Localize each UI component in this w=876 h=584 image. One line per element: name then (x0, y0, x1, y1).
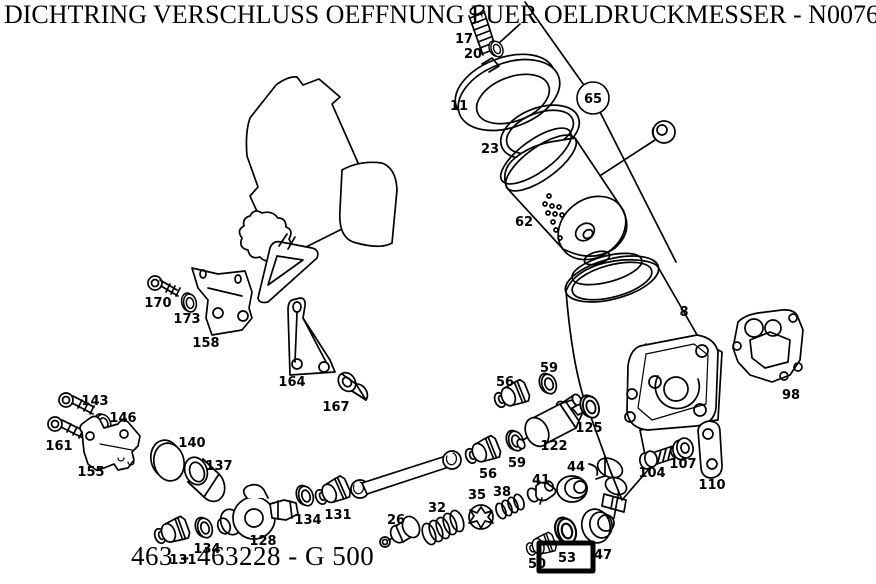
part-131-fitting-left (150, 514, 193, 550)
part-label-128[interactable]: 128 (249, 534, 276, 549)
part-161-bolt (47, 416, 85, 439)
part-label-104[interactable]: 104 (638, 466, 665, 481)
part-62-filter (499, 127, 628, 261)
part-label-110[interactable]: 110 (698, 478, 725, 493)
model-code: 463 - 463228 - G 500 (131, 541, 375, 571)
oil-pipe-loop (257, 233, 319, 304)
page-title: DICHTRING VERSCHLUSS OEFFNUNG FUER OELDR… (4, 0, 876, 29)
part-label-53[interactable]: 53 (558, 551, 576, 566)
part-134-ring-left (192, 514, 216, 542)
part-137-cap (183, 456, 226, 503)
part-131-fitting-right (310, 473, 354, 511)
part-170-bolt (147, 275, 181, 297)
part-label-23[interactable]: 23 (481, 142, 499, 157)
part-label-20[interactable]: 20 (464, 47, 482, 62)
part-167-spacer (337, 371, 369, 401)
part-label-131[interactable]: 131 (169, 553, 196, 568)
part-56-fitting-lower (461, 433, 504, 470)
part-label-47[interactable]: 47 (594, 548, 612, 563)
part-label-59[interactable]: 59 (540, 361, 558, 376)
part-38-spring (495, 493, 525, 520)
part-label-134[interactable]: 134 (294, 513, 321, 528)
part-164-bracket (287, 297, 336, 376)
part-label-161[interactable]: 161 (45, 439, 72, 454)
part-label-35[interactable]: 35 (468, 488, 486, 503)
part-20-washer (485, 37, 507, 60)
part-128-valve-body (216, 483, 299, 540)
part-47-plug (580, 508, 615, 544)
part-label-146[interactable]: 146 (109, 411, 136, 426)
part-158-bracket (191, 267, 253, 336)
part-label-134[interactable]: 134 (193, 542, 220, 557)
connecting-tube (350, 450, 462, 499)
part-173-nut (179, 290, 199, 315)
part-label-32[interactable]: 32 (428, 501, 446, 516)
part-41-valve (526, 480, 557, 505)
part-155-bracket (79, 415, 141, 471)
part-label-164[interactable]: 164 (278, 375, 305, 390)
part-110-link-plate (697, 420, 723, 479)
part-44-cap (556, 475, 588, 503)
part-label-65[interactable]: 65 (584, 92, 602, 107)
part-134-ring-right (293, 482, 317, 510)
part-label-143[interactable]: 143 (81, 394, 108, 409)
part-label-26[interactable]: 26 (387, 513, 405, 528)
part-label-62[interactable]: 62 (515, 215, 533, 230)
part-35-valve-disc (468, 504, 494, 530)
part-label-131[interactable]: 131 (324, 508, 351, 523)
seal-ring (651, 120, 676, 144)
part-143-bolt (58, 392, 95, 415)
part-122-pressure-sender (516, 399, 592, 450)
part-label-56[interactable]: 56 (496, 375, 514, 390)
callout-circle-65[interactable] (576, 81, 610, 115)
part-label-170[interactable]: 170 (144, 296, 171, 311)
part-label-125[interactable]: 125 (575, 421, 602, 436)
part-32-spring (421, 509, 465, 546)
part-label-17[interactable]: 17 (455, 32, 473, 47)
part-label-11[interactable]: 11 (450, 99, 468, 114)
part-label-137[interactable]: 137 (205, 459, 232, 474)
part-label-59[interactable]: 59 (508, 456, 526, 471)
part-label-122[interactable]: 122 (540, 439, 567, 454)
part-label-98[interactable]: 98 (782, 388, 800, 403)
part-26-piston (379, 515, 421, 548)
part-label-107[interactable]: 107 (669, 457, 696, 472)
engine-block-outline (238, 76, 398, 304)
part-label-41[interactable]: 41 (532, 473, 550, 488)
part-label-8[interactable]: 8 (679, 305, 688, 320)
part-label-155[interactable]: 155 (77, 465, 104, 480)
part-11-cover (454, 53, 561, 132)
part-8-filter-housing (555, 250, 723, 513)
part-107-nut (672, 437, 694, 461)
part-98-gasket (732, 309, 804, 383)
part-label-44[interactable]: 44 (567, 460, 585, 475)
part-label-56[interactable]: 56 (479, 467, 497, 482)
part-label-38[interactable]: 38 (493, 485, 511, 500)
selected-part-highlight (536, 540, 596, 574)
part-label-167[interactable]: 167 (322, 400, 349, 415)
part-140-plug (149, 439, 186, 482)
part-label-140[interactable]: 140 (178, 436, 205, 451)
part-label-173[interactable]: 173 (173, 312, 200, 327)
part-label-158[interactable]: 158 (192, 336, 219, 351)
